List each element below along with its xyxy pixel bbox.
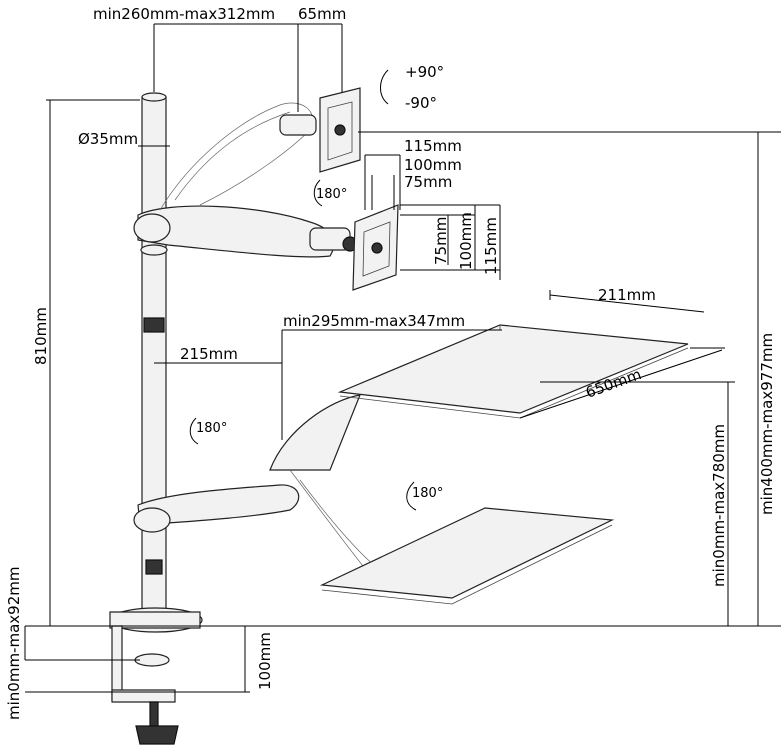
monitor-arm [133, 102, 358, 258]
rotate-monitor-label: 180° [316, 187, 347, 202]
desk-clamp [109, 607, 203, 745]
keyboard-tray-lower [319, 507, 615, 605]
arm-reach-label: min260mm-max312mm [93, 5, 275, 23]
rotation-arcs [189, 69, 417, 511]
vesa-100-top-label: 100mm [404, 156, 462, 174]
pole-diameter-label: Ø35mm [78, 130, 138, 148]
clamp-depth-label: 100mm [256, 632, 274, 690]
tilt-down-label: -90° [405, 94, 437, 112]
vesa-offset-label: 65mm [298, 5, 346, 23]
tray-height-label: min0mm-max780mm [710, 424, 728, 587]
keyboard-tray-arm [133, 394, 381, 576]
vesa-115-side-label: 115mm [482, 217, 500, 275]
vesa-plate-upper [279, 87, 361, 173]
vesa-75-top-label: 75mm [404, 173, 452, 191]
rotate-tray-arm-label: 180° [196, 421, 227, 436]
total-height-label: min400mm-max977mm [758, 333, 776, 515]
rotate-tray-label: 180° [412, 486, 443, 501]
tray-depth-label: 211mm [598, 286, 656, 304]
tilt-up-label: +90° [405, 63, 444, 81]
pole [140, 92, 168, 613]
dimension-lines [24, 23, 781, 692]
clamp-range-label: min0mm-max92mm [5, 567, 23, 720]
vesa-115-top-label: 115mm [404, 137, 462, 155]
tray-offset-label: 215mm [180, 345, 238, 363]
tray-reach-label: min295mm-max347mm [283, 312, 465, 330]
vesa-100-side-label: 100mm [457, 212, 475, 270]
vesa-plate-lower [352, 204, 399, 291]
pole-height-label: 810mm [32, 307, 50, 365]
vesa-75-side-label: 75mm [432, 217, 450, 265]
